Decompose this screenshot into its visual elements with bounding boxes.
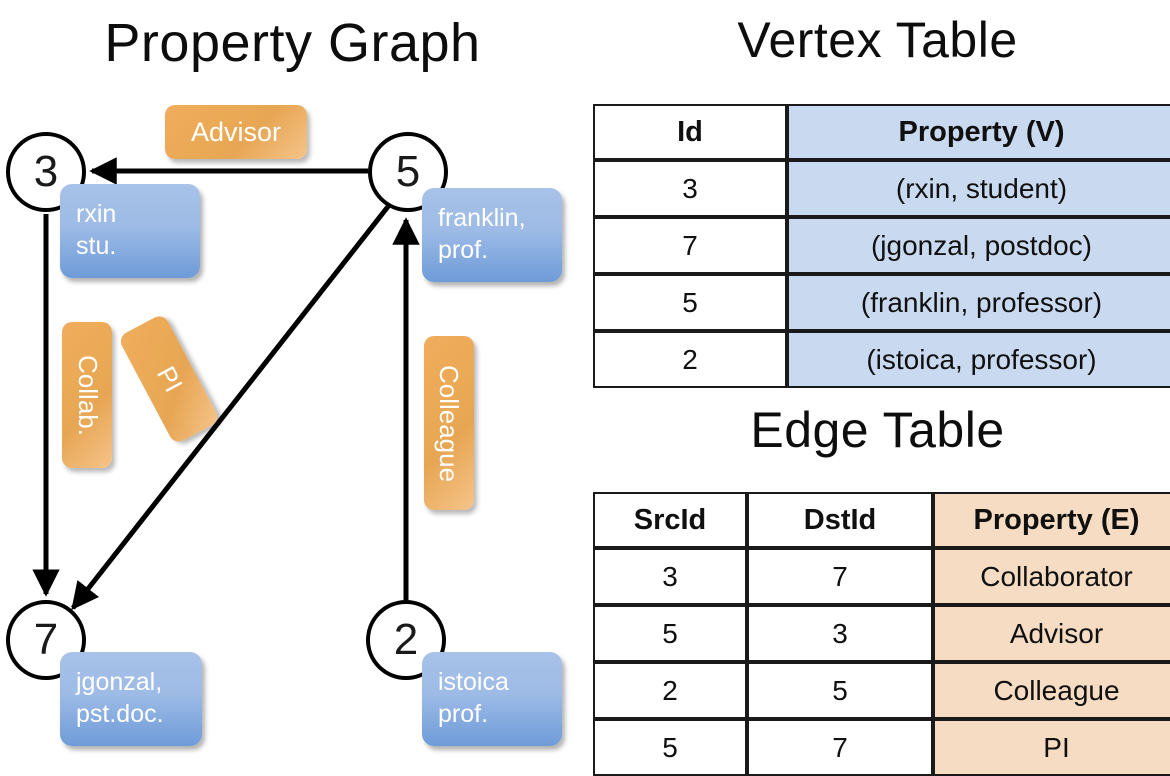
vertex-property-box-7: jgonzal, pst.doc. — [60, 652, 202, 746]
edge-label-colleague: Colleague — [424, 336, 474, 510]
vertex-property-box-3: rxin stu. — [60, 184, 200, 278]
vertex-property-line: pst.doc. — [76, 700, 164, 728]
vertex-property-box-5: franklin, prof. — [422, 188, 562, 282]
edge-header-srcid: SrcId — [593, 492, 747, 548]
edge-cell-srcid: 5 — [593, 605, 747, 662]
edge-label-text: PI — [150, 360, 189, 397]
edge-header-property: Property (E) — [933, 492, 1170, 548]
vertex-property-line: stu. — [76, 232, 117, 260]
table-row: 5 7 PI — [593, 719, 1170, 776]
edge-header-dstid: DstId — [747, 492, 933, 548]
table-row: 3 (rxin, student) — [593, 160, 1170, 217]
edge-label-advisor: Advisor — [165, 105, 307, 159]
edge-label-text: Collab. — [72, 354, 103, 436]
vertex-cell-id: 2 — [593, 331, 787, 388]
vertex-property-line: jgonzal, — [76, 668, 163, 696]
edge-table: SrcId DstId Property (E) 3 7 Collaborato… — [593, 492, 1170, 776]
vertex-property-line: prof. — [438, 700, 489, 728]
vertex-cell-property: (rxin, student) — [787, 160, 1170, 217]
graph-edge-lines — [32, 157, 420, 611]
edge-cell-dstid: 7 — [747, 719, 933, 776]
edge-cell-property: PI — [933, 719, 1170, 776]
graph-node-5[interactable]: 5 — [368, 132, 448, 212]
table-row: 7 (jgonzal, postdoc) — [593, 217, 1170, 274]
edge-cell-srcid: 2 — [593, 662, 747, 719]
edge-cell-dstid: 5 — [747, 662, 933, 719]
vertex-cell-property: (jgonzal, postdoc) — [787, 217, 1170, 274]
edge-label-text: Colleague — [434, 364, 465, 482]
table-header-row: Id Property (V) — [593, 104, 1170, 160]
edge-cell-property: Colleague — [933, 662, 1170, 719]
vertex-property-box-2: istoica prof. — [422, 652, 562, 746]
vertex-property-line: istoica — [438, 668, 509, 696]
vertex-cell-id: 5 — [593, 274, 787, 331]
edge-label-collab: Collab. — [62, 322, 112, 468]
vertex-cell-property: (franklin, professor) — [787, 274, 1170, 331]
edge-cell-srcid: 3 — [593, 548, 747, 605]
property-graph-panel: Property Graph 3 5 7 2 rxin stu. frankli… — [0, 0, 585, 760]
vertex-property-line: prof. — [438, 236, 489, 264]
table-row: 3 7 Collaborator — [593, 548, 1170, 605]
vertex-cell-id: 7 — [593, 217, 787, 274]
table-header-row: SrcId DstId Property (E) — [593, 492, 1170, 548]
edge-cell-srcid: 5 — [593, 719, 747, 776]
page-title-edge-table: Edge Table — [750, 402, 1005, 458]
graph-node-2[interactable]: 2 — [366, 600, 446, 680]
page-title-vertex-table: Vertex Table — [737, 12, 1018, 68]
vertex-cell-property: (istoica, professor) — [787, 331, 1170, 388]
edge-label-text: Advisor — [190, 116, 282, 147]
edge-cell-property: Collaborator — [933, 548, 1170, 605]
vertex-property-line: rxin — [76, 200, 117, 228]
vertex-property-line: franklin, — [438, 204, 526, 232]
edge-cell-dstid: 7 — [747, 548, 933, 605]
vertex-header-property: Property (V) — [787, 104, 1170, 160]
vertex-cell-id: 3 — [593, 160, 787, 217]
vertex-table: Id Property (V) 3 (rxin, student) 7 (jgo… — [593, 104, 1170, 388]
edge-cell-property: Advisor — [933, 605, 1170, 662]
page-title-property-graph: Property Graph — [104, 13, 481, 73]
table-row: 5 3 Advisor — [593, 605, 1170, 662]
table-row: 2 5 Colleague — [593, 662, 1170, 719]
edge-line-5-to-7 — [71, 202, 392, 611]
edge-cell-dstid: 3 — [747, 605, 933, 662]
table-row: 2 (istoica, professor) — [593, 331, 1170, 388]
vertex-header-id: Id — [593, 104, 787, 160]
table-row: 5 (franklin, professor) — [593, 274, 1170, 331]
